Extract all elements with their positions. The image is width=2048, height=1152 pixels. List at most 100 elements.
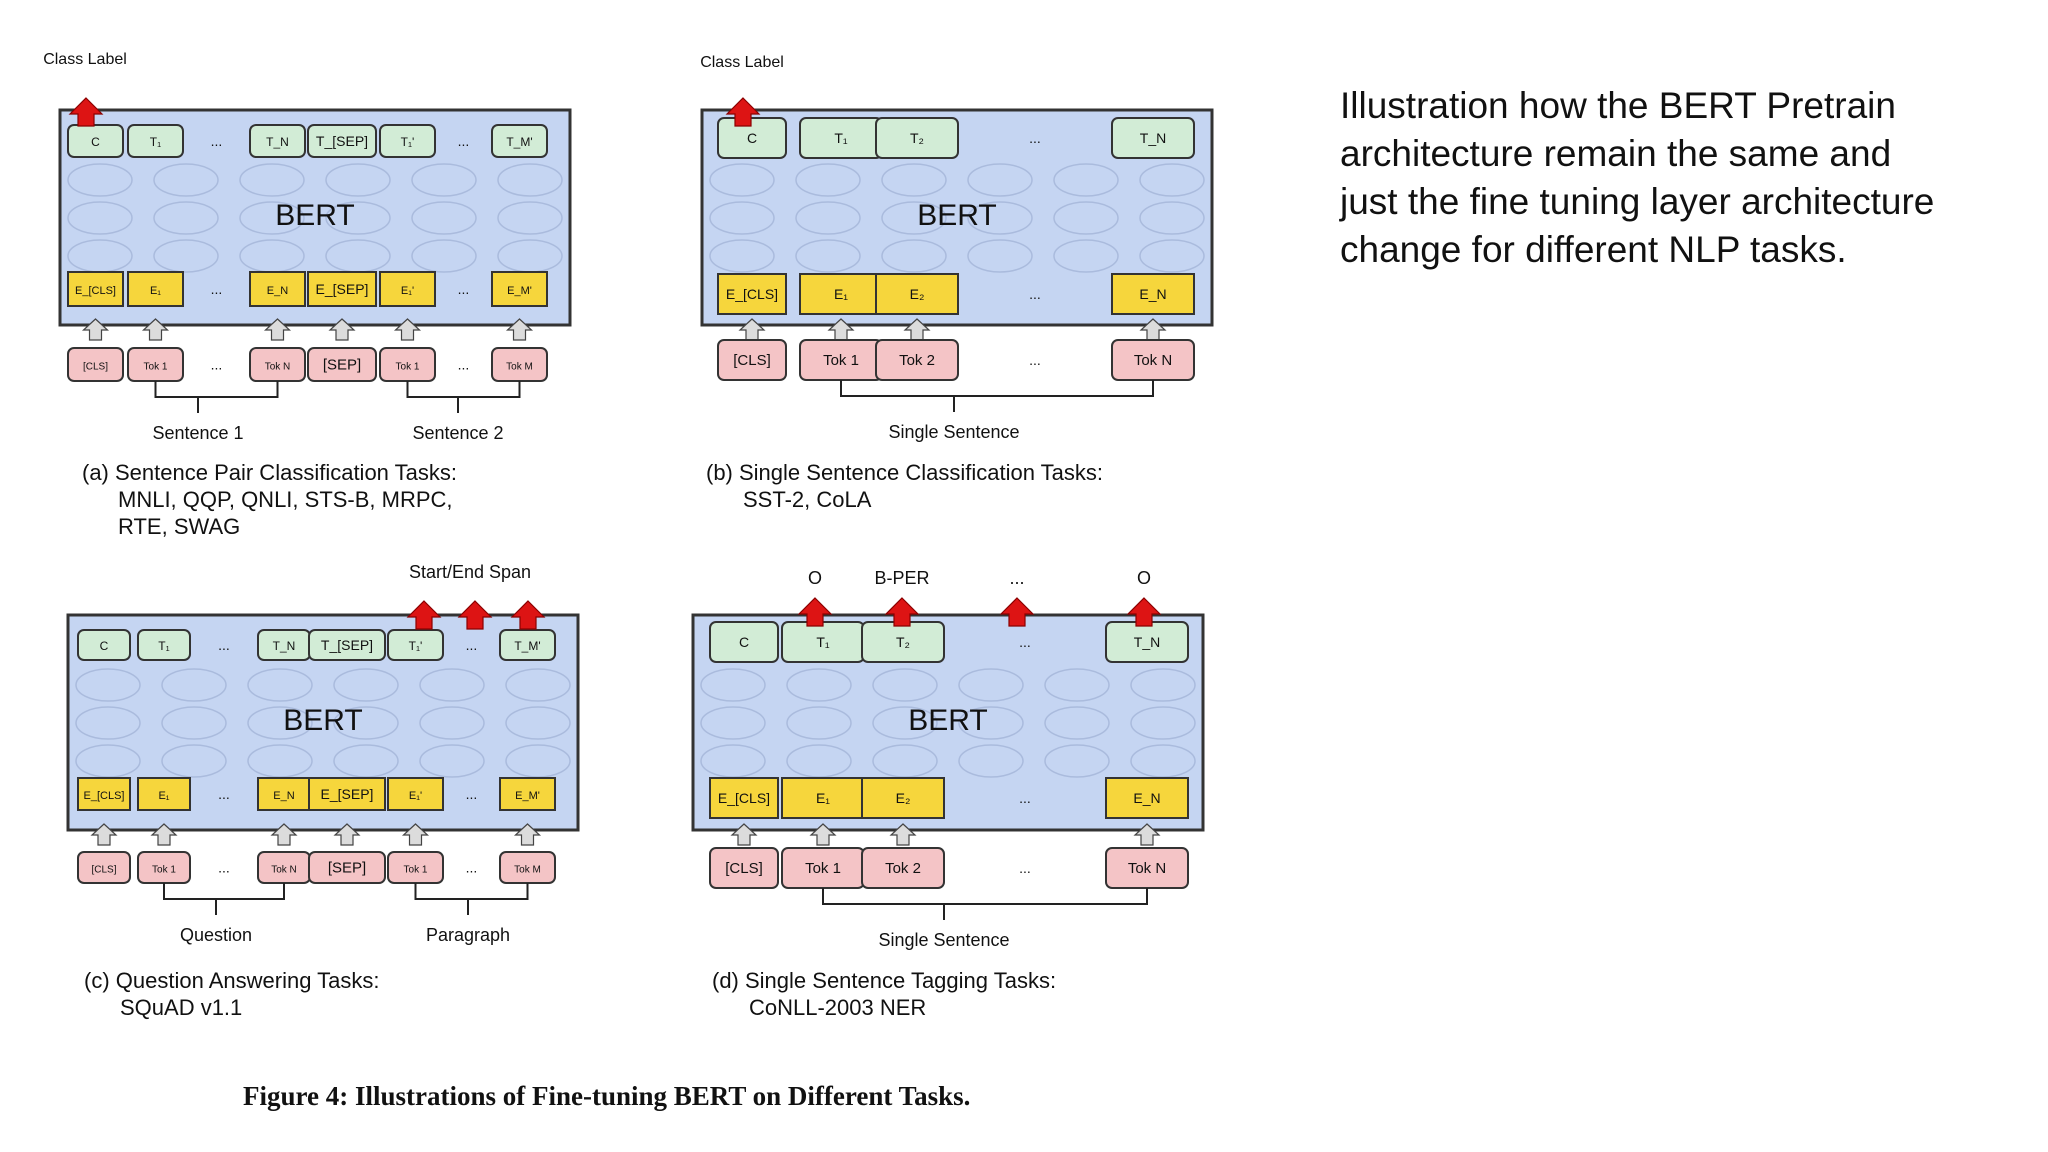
embedding-label: E_[CLS] — [75, 285, 116, 297]
group-label: Paragraph — [426, 925, 510, 945]
top-label: Class Label — [700, 54, 784, 71]
group-bracket — [840, 380, 1154, 412]
transformer-node-icon — [1130, 706, 1196, 740]
input-arrow-icon — [730, 823, 758, 846]
token-ellipsis: ... — [1019, 860, 1031, 876]
input-arrow-icon — [81, 318, 110, 341]
embedding-label: E_[CLS] — [726, 286, 778, 302]
embedding-box — [379, 271, 436, 307]
input-token-label: [CLS] — [91, 865, 116, 876]
input-token-box — [709, 847, 779, 889]
side-note-line: Illustration how the BERT Pretrain — [1340, 85, 1896, 126]
transformer-node-icon — [161, 668, 227, 702]
transformer-node-icon — [872, 706, 938, 740]
transformer-node-icon — [153, 239, 219, 273]
embedding-box — [875, 273, 959, 315]
embedding-label: E₁' — [401, 285, 414, 297]
transformer-node-icon — [1139, 163, 1205, 197]
transformer-node-icon — [325, 201, 391, 235]
input-token-label: Tok 2 — [885, 860, 921, 877]
transformer-node-icon — [411, 201, 477, 235]
transformer-node-icon — [411, 239, 477, 273]
input-arrow-icon — [809, 823, 837, 846]
embedding-box — [137, 777, 191, 811]
token-ellipsis: ... — [1029, 352, 1041, 368]
output-token-box — [77, 629, 131, 661]
transformer-node-icon — [325, 163, 391, 197]
output-token-label: T_N — [1134, 634, 1160, 650]
group-label: Single Sentence — [878, 930, 1009, 950]
panel-caption-line: RTE, SWAG — [118, 514, 240, 539]
transformer-node-icon — [161, 744, 227, 778]
output-token-box — [499, 629, 556, 661]
input-token-label: Tok 1 — [396, 362, 420, 373]
embedding-box — [491, 271, 548, 307]
transformer-node-icon — [67, 163, 133, 197]
input-token-label: [SEP] — [328, 860, 366, 877]
transformer-node-icon — [153, 201, 219, 235]
transformer-node-icon — [419, 706, 485, 740]
embedding-label: E_M' — [507, 285, 532, 297]
panel-caption-line: SST-2, CoLA — [743, 487, 872, 512]
embedding-box — [67, 271, 124, 307]
transformer-node-icon — [1139, 201, 1205, 235]
embedding-label: E_M' — [515, 790, 540, 802]
output-token-box — [709, 621, 779, 663]
input-token-label: [CLS] — [725, 860, 763, 877]
figure-caption-text: Figure 4: Illustrations of Fine-tuning B… — [243, 1081, 970, 1111]
embedding-label: E_N — [1139, 286, 1166, 302]
embedding-box — [1105, 777, 1189, 819]
output-token-label: T₁' — [409, 639, 423, 653]
transformer-node-icon — [497, 163, 563, 197]
model-label: BERT — [917, 199, 996, 232]
embedding-box — [781, 777, 865, 819]
transformer-node-icon — [1130, 668, 1196, 702]
panel-caption-line: (c) Question Answering Tasks: — [84, 968, 380, 993]
transformer-node-icon — [709, 239, 775, 273]
group-bracket — [822, 888, 1148, 920]
transformer-node-icon — [967, 201, 1033, 235]
group-label: Sentence 1 — [152, 423, 243, 443]
embedding-label: E₂ — [910, 286, 925, 302]
output-ellipsis: ... — [1029, 130, 1041, 146]
input-token-label: Tok N — [1134, 352, 1172, 369]
embedding-box — [861, 777, 945, 819]
transformer-node-icon — [419, 668, 485, 702]
top-label: Start/End Span — [409, 562, 531, 582]
embedding-ellipsis: ... — [1029, 286, 1041, 302]
model-label: BERT — [908, 704, 987, 737]
output-ellipsis: ... — [218, 637, 230, 653]
embedding-ellipsis: ... — [458, 281, 470, 297]
output-token-label: T₁ — [816, 634, 830, 650]
transformer-node-icon — [161, 706, 227, 740]
input-arrow-icon — [263, 318, 292, 341]
input-token-label: Tok 1 — [404, 865, 428, 876]
output-token-box — [137, 629, 191, 661]
input-arrow-icon — [333, 823, 361, 846]
panel-caption-line: CoNLL-2003 NER — [749, 995, 926, 1020]
group-label: Sentence 2 — [412, 423, 503, 443]
embedding-box — [1111, 273, 1195, 315]
output-token-box — [379, 124, 436, 158]
group-bracket — [414, 883, 529, 915]
figure-caption: Figure 4: Illustrations of Fine-tuning B… — [243, 1081, 970, 1111]
output-token-box — [67, 124, 124, 158]
transformer-node-icon — [239, 163, 305, 197]
input-token-label: [CLS] — [83, 362, 108, 373]
embedding-ellipsis: ... — [211, 281, 223, 297]
input-arrow-icon — [150, 823, 178, 846]
transformer-node-icon — [505, 706, 571, 740]
model-label: BERT — [275, 199, 354, 232]
input-token-box — [308, 851, 386, 884]
input-arrow-icon — [1133, 823, 1161, 846]
panel-caption-line: (b) Single Sentence Classification Tasks… — [706, 460, 1103, 485]
model-label: BERT — [283, 704, 362, 737]
embedding-box — [717, 273, 787, 315]
input-arrow-icon — [270, 823, 298, 846]
embedding-label: E₂ — [896, 790, 911, 806]
transformer-node-icon — [247, 668, 313, 702]
output-token-label: T_[SEP] — [316, 133, 368, 149]
embedding-label: E_N — [267, 285, 288, 297]
